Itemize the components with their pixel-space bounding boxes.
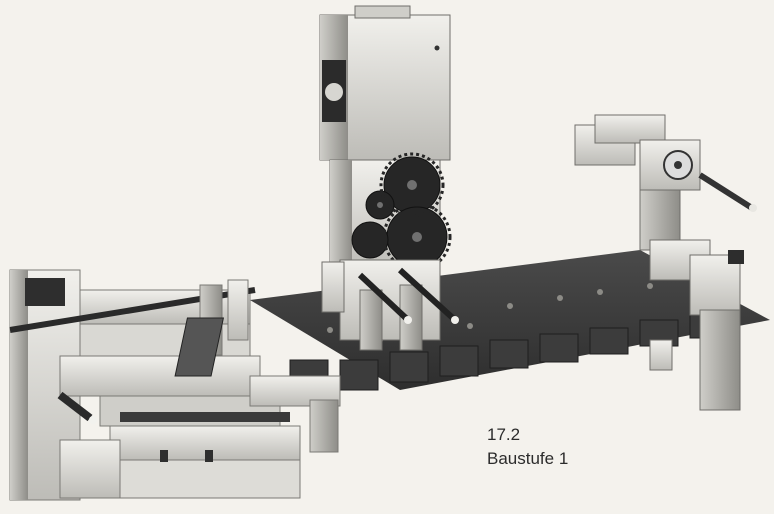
slide-carriage [321,259,459,351]
figure-caption: 17.2 Baustufe 1 [487,423,568,471]
left-block-assembly [9,269,301,501]
central-tower [319,5,452,272]
stage-label: Baustufe 1 [487,449,569,468]
figure-number: 17.2 [487,425,521,444]
right-vise-tower [574,114,757,411]
